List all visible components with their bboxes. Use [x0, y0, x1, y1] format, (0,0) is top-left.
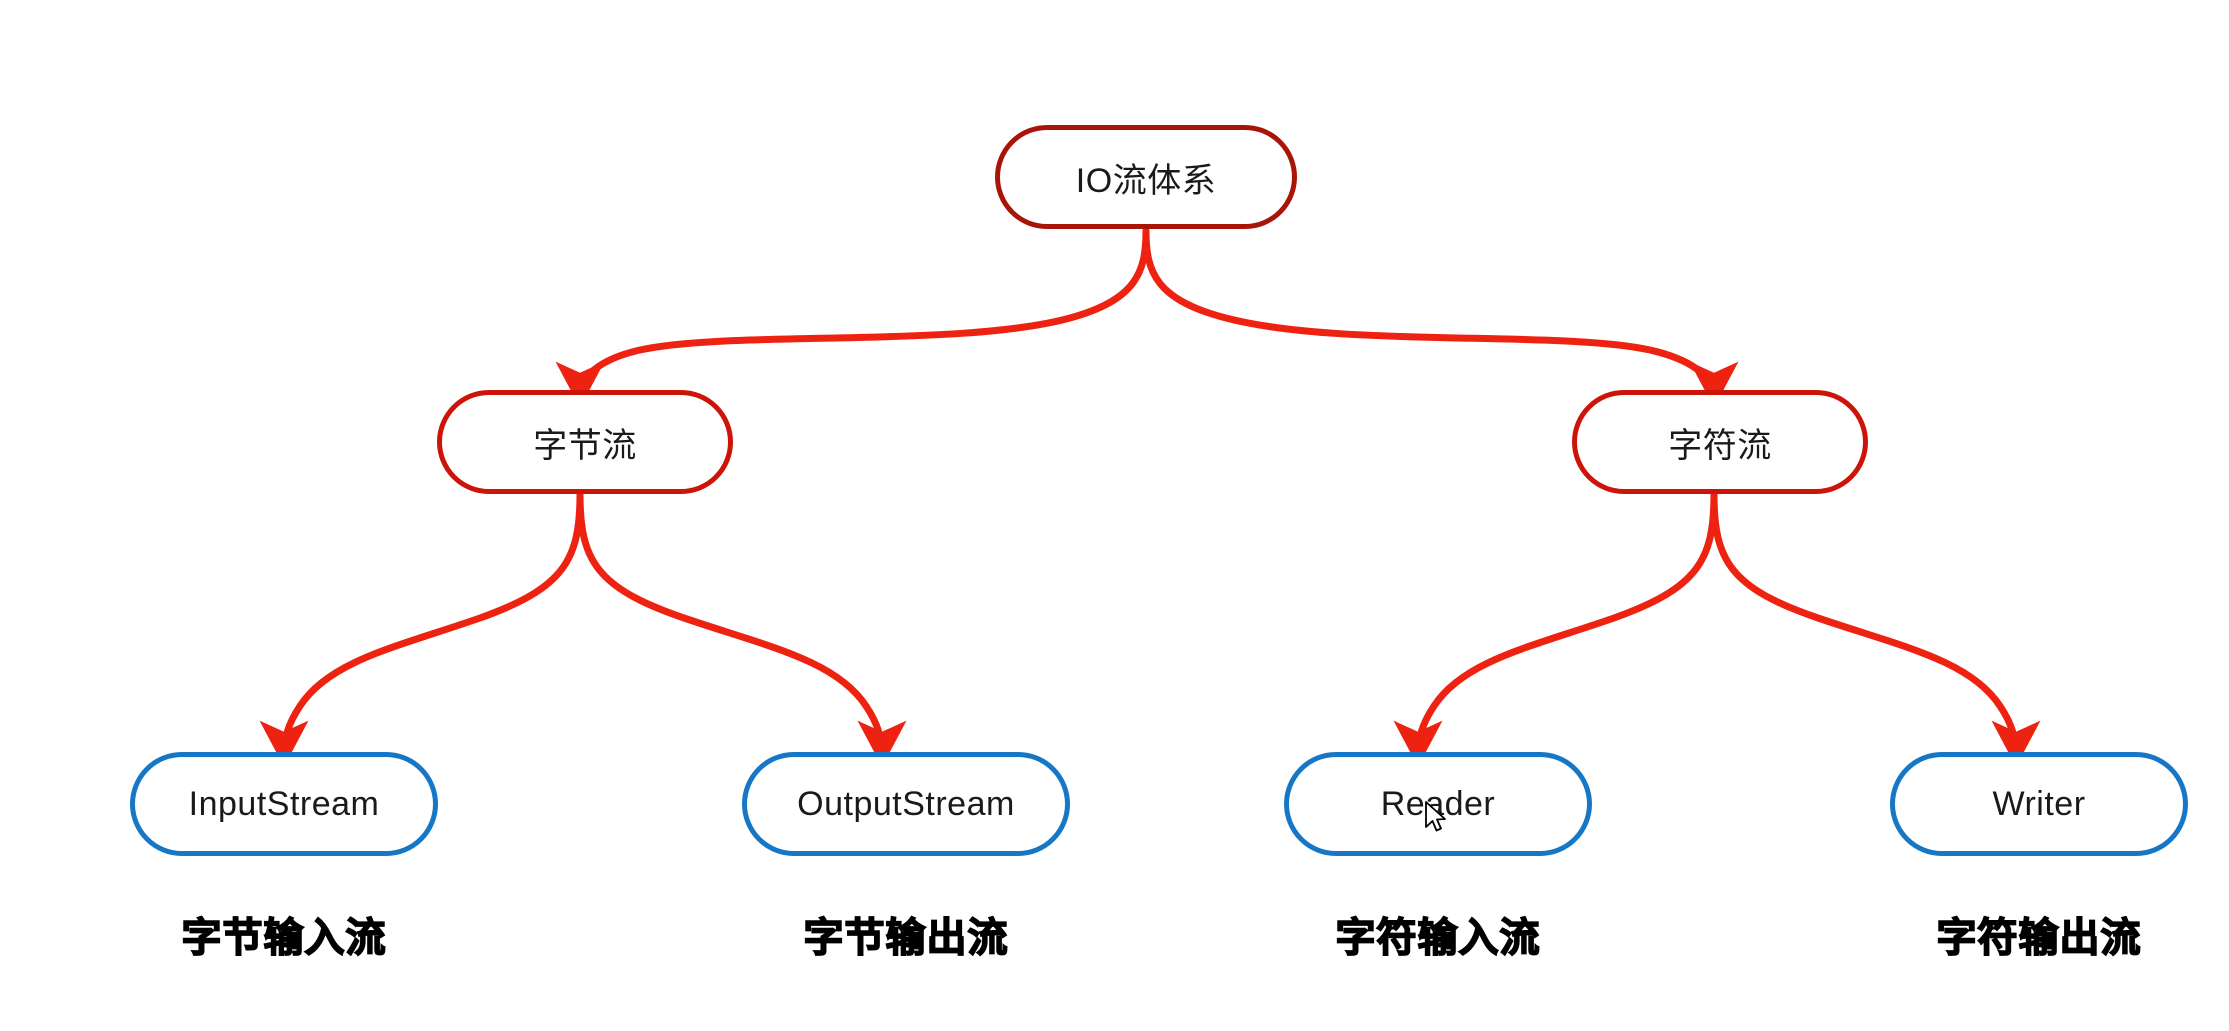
node-label: Writer — [1992, 784, 2086, 823]
edge-charstream-to-reader — [1393, 490, 1718, 767]
caption-byte-output-stream: 字节输出流 — [803, 914, 1009, 962]
node-label: IO流体系 — [1075, 161, 1217, 200]
edge-charstream-to-writer — [1710, 490, 2041, 767]
caption-character-output-stream: 字符输出流 — [1936, 914, 2142, 962]
edge-bytestream-to-inputstream — [259, 490, 584, 767]
edge-root-to-charstream — [1142, 227, 1739, 408]
node-outputstream[interactable]: OutputStream — [742, 752, 1070, 856]
node-io-stream-system[interactable]: IO流体系 — [995, 125, 1297, 229]
node-label: 字节流 — [533, 426, 637, 465]
node-reader[interactable]: Reader — [1284, 752, 1592, 856]
node-label: 字符流 — [1668, 426, 1772, 465]
caption-character-input-stream: 字符输入流 — [1335, 914, 1541, 962]
node-label: InputStream — [188, 784, 380, 823]
node-character-stream[interactable]: 字符流 — [1572, 390, 1868, 494]
edge-bytestream-to-outputstream — [576, 490, 907, 767]
edge-root-to-bytestream — [555, 227, 1150, 408]
node-inputstream[interactable]: InputStream — [130, 752, 438, 856]
node-label: OutputStream — [797, 784, 1015, 823]
node-writer[interactable]: Writer — [1890, 752, 2188, 856]
node-byte-stream[interactable]: 字节流 — [437, 390, 733, 494]
caption-byte-input-stream: 字节输入流 — [181, 914, 387, 962]
node-label: Reader — [1380, 784, 1496, 823]
